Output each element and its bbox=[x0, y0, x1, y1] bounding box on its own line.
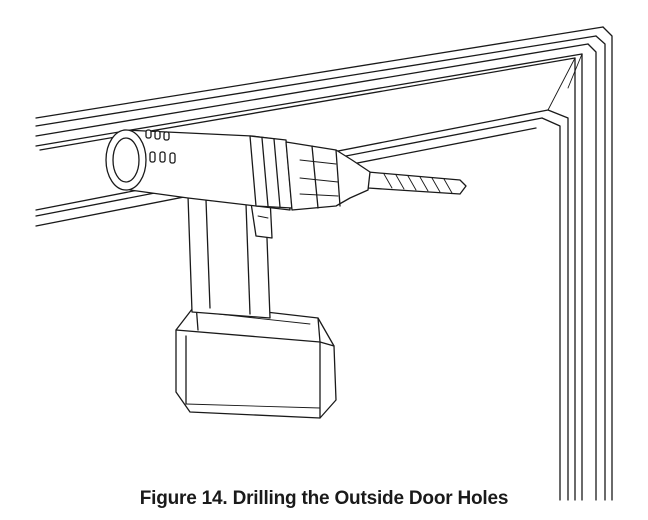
drill-body bbox=[106, 130, 290, 210]
drill-bit bbox=[368, 172, 466, 194]
drill-chuck bbox=[286, 142, 370, 210]
figure-caption: Figure 14. Drilling the Outside Door Hol… bbox=[139, 488, 509, 509]
vent-slots bbox=[146, 130, 175, 163]
drill-icon bbox=[106, 130, 466, 418]
door-frame bbox=[36, 27, 612, 500]
drill-collar bbox=[250, 136, 292, 208]
battery-pack bbox=[176, 304, 336, 418]
